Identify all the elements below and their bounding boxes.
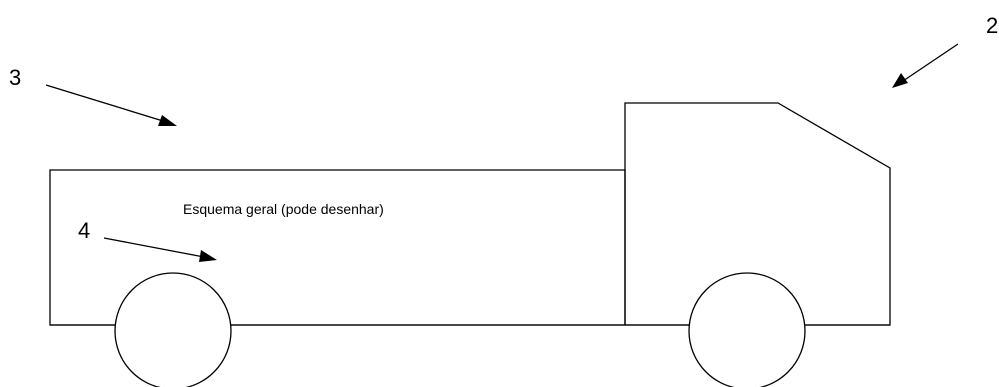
front-wheel	[688, 272, 806, 387]
arrow-2-head	[892, 73, 908, 88]
diagram-caption: Esquema geral (pode desenhar)	[183, 201, 384, 217]
callout-4: 4	[78, 218, 90, 243]
callout-3: 3	[9, 65, 21, 90]
rear-wheel	[114, 272, 232, 387]
arrow-3-line	[45, 84, 164, 122]
callout-2: 2	[986, 13, 998, 38]
arrow-2-line	[902, 43, 959, 82]
arrow-4-head	[199, 250, 217, 262]
arrow-3-head	[158, 115, 177, 126]
arrow-4-line	[103, 237, 205, 258]
